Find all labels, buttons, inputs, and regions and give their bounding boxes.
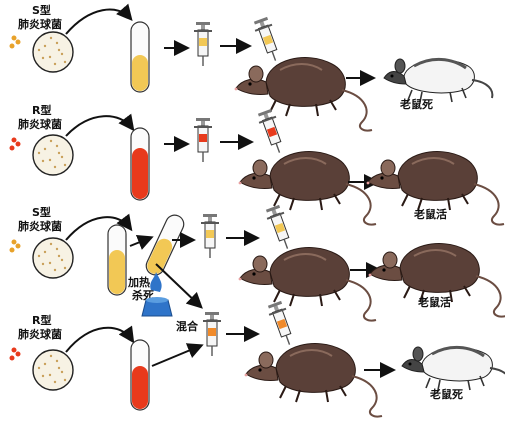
bacteria-cluster-icon xyxy=(10,240,21,253)
mouse-icon xyxy=(239,152,376,225)
row4-strain-line1: R型 xyxy=(32,313,51,327)
tilted-test-tube-icon xyxy=(143,212,186,278)
arrow-icon xyxy=(66,10,130,34)
syringe-icon xyxy=(266,300,298,348)
row-4: R型 肺炎球菌 老鼠死 xyxy=(10,300,505,416)
syringe-icon xyxy=(252,16,284,64)
bacteria-cluster-icon xyxy=(10,36,21,49)
syringe-icon xyxy=(264,204,296,252)
arrow-icon xyxy=(66,328,132,352)
row-2: R型 肺炎球菌 老鼠活 xyxy=(10,103,505,225)
row-3: S型 肺炎球菌 加热 杀死 xyxy=(10,204,505,320)
bacteria-dish-icon xyxy=(33,238,73,278)
dead-mouse-icon xyxy=(384,59,492,102)
bacteria-dish-icon xyxy=(33,32,73,72)
row3-strain-line1: S型 xyxy=(32,205,51,219)
row1-result: 老鼠死 xyxy=(399,97,433,111)
row1-strain-line1: S型 xyxy=(32,3,51,17)
row2-result: 老鼠活 xyxy=(413,207,447,221)
row3-strain-line2: 肺炎球菌 xyxy=(18,219,62,233)
bacteria-dish-icon xyxy=(33,135,73,175)
heat-label-line1: 加热 xyxy=(127,275,150,289)
syringe-icon xyxy=(203,312,221,356)
test-tube-icon xyxy=(108,225,126,295)
row-1: S型 肺炎球菌 老鼠死 xyxy=(10,3,493,131)
mouse-icon xyxy=(239,248,376,321)
test-tube-icon xyxy=(131,22,149,92)
row4-strain-line2: 肺炎球菌 xyxy=(18,327,62,341)
row2-strain-line1: R型 xyxy=(32,103,51,117)
row2-strain-line2: 肺炎球菌 xyxy=(18,117,62,131)
test-tube-icon xyxy=(131,128,149,200)
mouse-icon xyxy=(245,344,382,417)
row3-result: 老鼠活 xyxy=(417,295,451,309)
syringe-icon xyxy=(256,108,288,156)
mix-label: 混合 xyxy=(176,319,199,333)
syringe-icon xyxy=(201,214,219,258)
bacteria-dish-icon xyxy=(33,350,73,390)
arrow-icon xyxy=(66,116,132,136)
syringe-icon xyxy=(194,22,212,66)
arrow-icon xyxy=(152,346,200,366)
dead-mouse-icon xyxy=(402,347,505,390)
test-tube-icon xyxy=(131,340,149,410)
bacteria-cluster-icon xyxy=(10,138,21,151)
syringe-icon xyxy=(194,118,212,162)
row1-strain-line2: 肺炎球菌 xyxy=(18,17,62,31)
bacteria-cluster-icon xyxy=(10,348,21,361)
row4-result: 老鼠死 xyxy=(429,387,463,401)
mouse-icon xyxy=(235,58,372,131)
arrow-icon xyxy=(130,238,150,246)
